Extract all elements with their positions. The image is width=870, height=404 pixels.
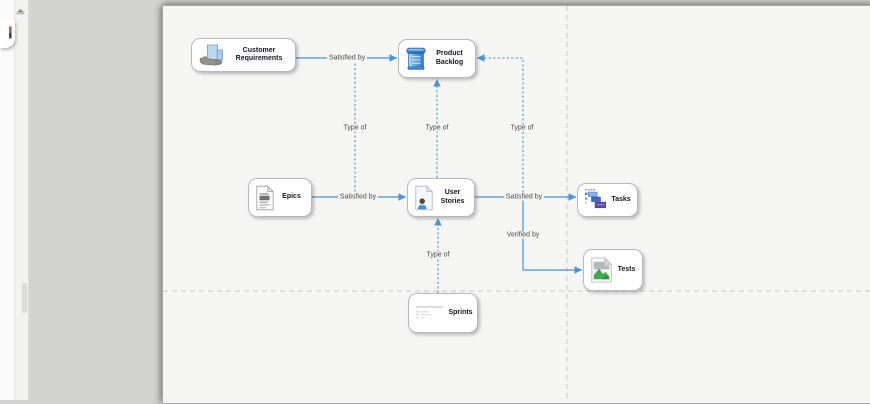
tests-icon	[590, 257, 614, 283]
node-label: Sprints	[448, 308, 473, 316]
node-label: Product Backlog	[435, 50, 464, 66]
arrowhead	[389, 54, 397, 62]
node-tests[interactable]: Tests	[583, 249, 643, 291]
node-product-backlog[interactable]: Product Backlog	[398, 39, 476, 78]
connector-label-tasks-typeof[interactable]: Type of	[508, 124, 536, 132]
connector-tasks-typeof[interactable]	[477, 54, 524, 197]
sprints-icon	[415, 305, 447, 321]
connector-label-us-typeof[interactable]: Type of	[423, 124, 451, 132]
collapse-arrow-icon	[16, 9, 25, 15]
connector-label-sprints-typeof[interactable]: Type of	[424, 251, 452, 259]
node-label: Epics	[282, 193, 301, 201]
arrowhead	[574, 266, 582, 274]
diagram-canvas[interactable]: Satisfied by Satisfied by Satisfied by Veri…	[162, 5, 870, 404]
connector-label-cr-pb[interactable]: Satisfied by	[326, 54, 368, 62]
node-label: Tasks	[611, 195, 631, 203]
left-panel	[0, 0, 15, 400]
arrowhead	[568, 193, 576, 201]
scrollbar-track[interactable]	[15, 0, 29, 400]
arrowhead	[477, 54, 485, 62]
arrowhead	[433, 79, 441, 87]
pin-icon	[9, 26, 12, 39]
arrowhead	[434, 218, 442, 226]
connector-us-tests[interactable]	[522, 197, 582, 274]
pin-button[interactable]	[0, 19, 15, 48]
node-label: Tests	[617, 265, 636, 273]
node-customer-requirements[interactable]: Customer Requirements	[191, 38, 296, 72]
node-epics[interactable]: Epics	[248, 178, 312, 217]
tasks-icon	[584, 188, 608, 212]
product-backlog-icon	[405, 46, 427, 72]
node-label: Customer Requirements	[235, 46, 283, 62]
node-tasks[interactable]: Tasks	[577, 183, 638, 217]
node-user-stories[interactable]: User Stories	[407, 178, 475, 217]
collapse-button[interactable]	[16, 2, 25, 15]
scrollbar-thumb[interactable]	[22, 283, 27, 313]
connector-label-epics-us[interactable]: Satisfied by	[337, 193, 379, 201]
epics-icon	[255, 184, 275, 211]
connector-label-epics-typeof[interactable]: Type of	[341, 124, 369, 132]
connector-label-us-tasks[interactable]: Satisfied by	[503, 193, 545, 201]
user-stories-icon	[414, 184, 434, 211]
node-label: User Stories	[440, 189, 465, 205]
connector-label-us-tests[interactable]: Verified by	[504, 231, 542, 239]
customer-requirements-icon	[198, 43, 226, 67]
arrowhead	[398, 193, 406, 201]
node-sprints[interactable]: Sprints	[408, 293, 478, 333]
